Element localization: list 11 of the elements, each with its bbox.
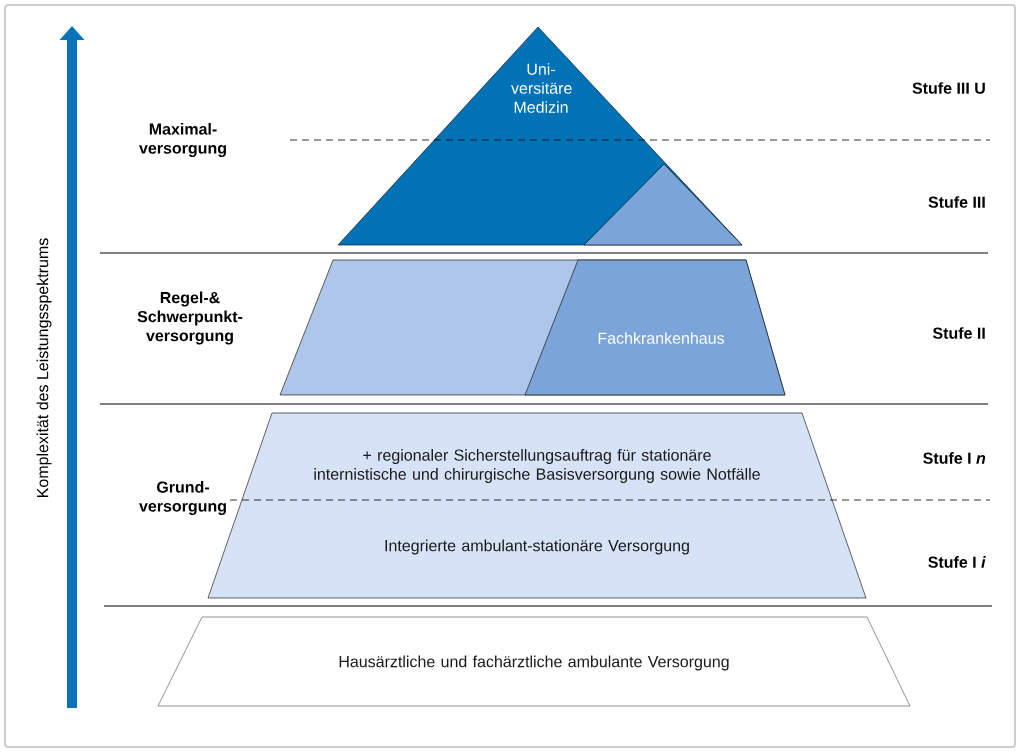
- category-label: Maximal- versorgung: [139, 123, 226, 157]
- level-label: Stufe III: [928, 196, 985, 208]
- category-label: Regel-& Schwerpunkt- versorgung: [137, 291, 243, 345]
- level-label: Stufe I n: [923, 452, 986, 464]
- level-label: Stufe II: [932, 327, 985, 339]
- trapezoid-level: Hausärztliche und fachärztliche ambulante Versorgung: [157, 616, 911, 707]
- level-label: Stufe III U: [912, 82, 985, 94]
- level-label: Stufe I i: [928, 556, 986, 568]
- trapezoid-level: Fachkrankenhaus: [524, 259, 786, 396]
- small-triangle: [583, 163, 743, 246]
- axis-label: Komplexität des Leistungsspektrums: [36, 238, 52, 497]
